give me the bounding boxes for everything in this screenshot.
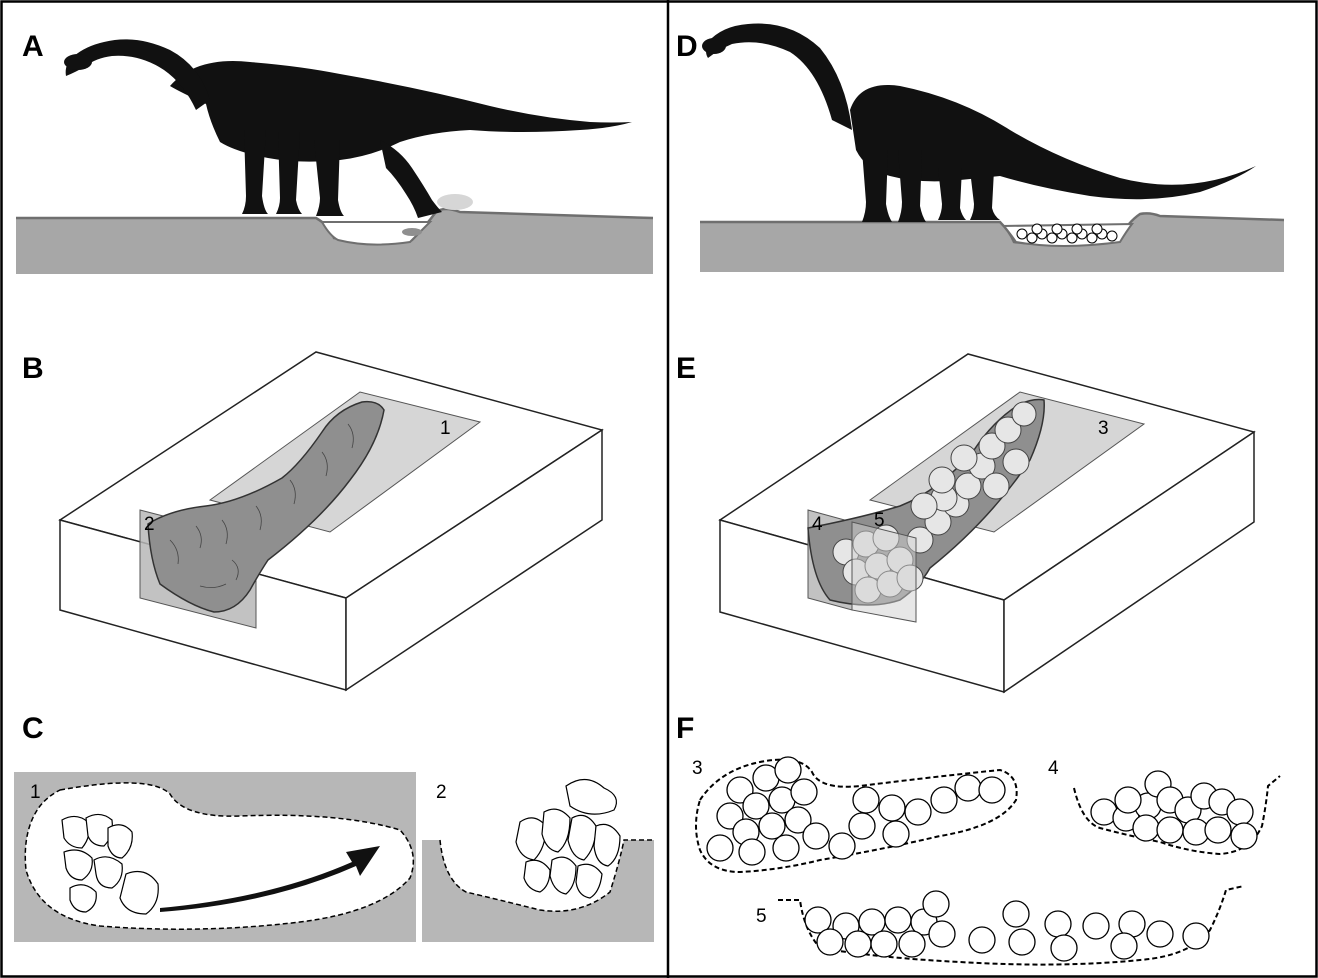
plane-number-5: 5 xyxy=(874,510,885,531)
panel-d xyxy=(700,24,1284,273)
panel-label-d: D xyxy=(676,30,698,63)
panel-b: 1 2 xyxy=(60,352,602,690)
plane-number-1: 1 xyxy=(440,418,451,439)
section-number-5: 5 xyxy=(756,906,767,927)
sauropod-silhouette-d xyxy=(702,24,1256,223)
section-number-4: 4 xyxy=(1048,758,1059,779)
plane-number-4: 4 xyxy=(812,514,823,535)
plane-number-2: 2 xyxy=(144,514,155,535)
dust-puff xyxy=(437,194,473,210)
egg-section-4 xyxy=(1091,771,1257,849)
panel-a xyxy=(16,39,653,274)
egg-section-5 xyxy=(805,891,1209,961)
panel-c: 1 2 xyxy=(14,772,654,942)
sauropod-silhouette-a xyxy=(64,39,632,218)
panel-label-e: E xyxy=(676,352,696,385)
panel-f: 3 4 5 xyxy=(692,757,1280,965)
panel-label-f: F xyxy=(676,712,694,745)
panel-label-b: B xyxy=(22,352,44,385)
section-plane-5 xyxy=(852,522,916,622)
ground-strip-d xyxy=(700,213,1284,272)
panel-label-a: A xyxy=(22,30,44,63)
panel-e: 3 4 5 xyxy=(720,354,1254,692)
section-number-1: 1 xyxy=(30,782,41,803)
plane-number-3: 3 xyxy=(1098,418,1109,439)
section-number-3: 3 xyxy=(692,758,703,779)
panel-label-c: C xyxy=(22,712,44,745)
section-number-2: 2 xyxy=(436,782,447,803)
